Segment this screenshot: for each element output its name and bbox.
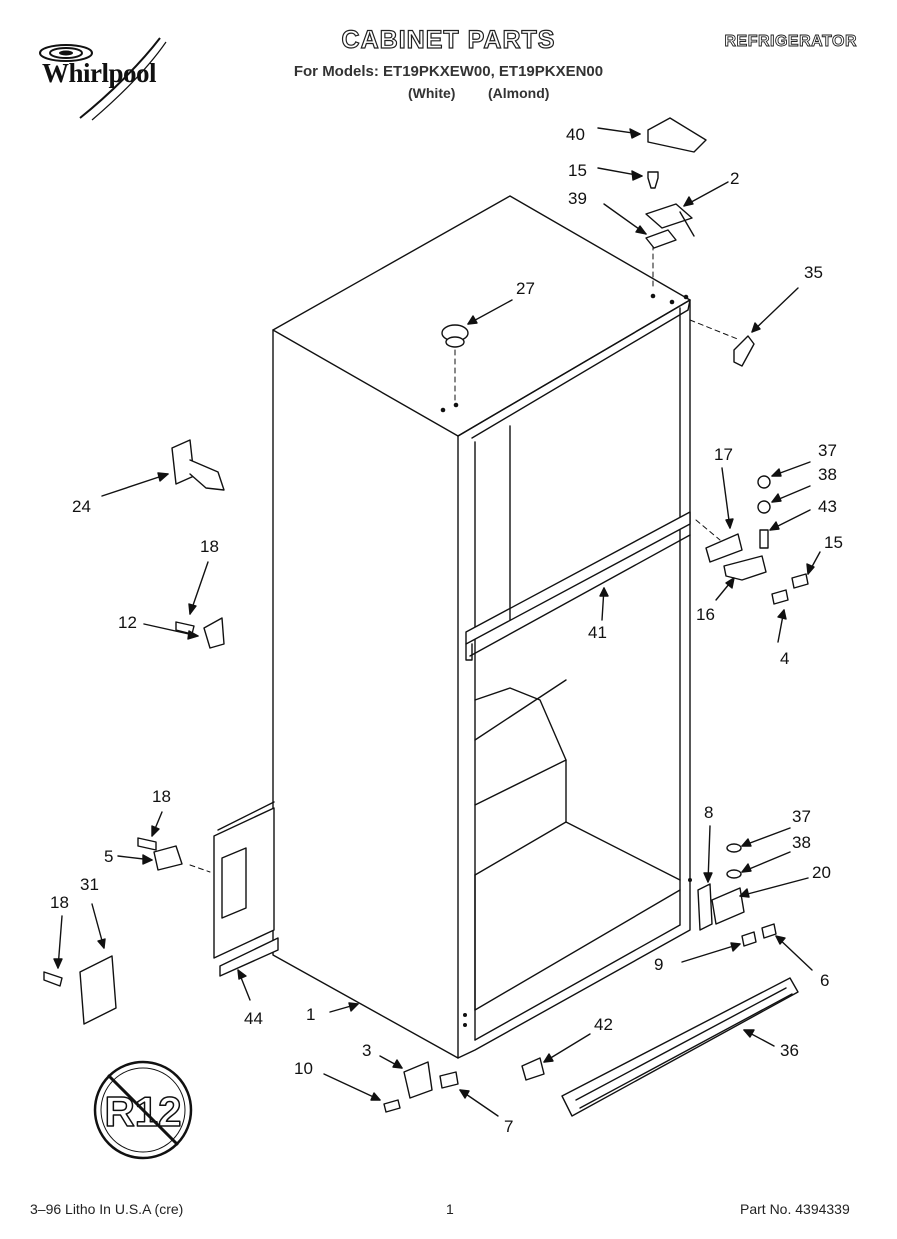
callout-3: 3: [362, 1041, 371, 1060]
callout-labels: 40 15 2 39 35 27 24 18 12 17 37 38 43 15…: [50, 125, 843, 1136]
callout-9: 9: [654, 955, 663, 974]
brand-name: Whirlpool: [42, 58, 157, 88]
whirlpool-logo: [36, 42, 96, 69]
callout-37: 37: [818, 441, 837, 460]
callout-4: 4: [780, 649, 789, 668]
hinge-cover-part: [647, 117, 707, 153]
inner-liner: [474, 679, 681, 1011]
callout-41: 41: [588, 623, 607, 642]
callout-15: 15: [824, 533, 843, 552]
bottom-hinge-part: [697, 843, 777, 947]
callout-20: 20: [812, 863, 831, 882]
callout-18: 18: [152, 787, 171, 806]
callout-12: 12: [118, 613, 137, 632]
mount-plate-part: [213, 801, 279, 977]
callout-43: 43: [818, 497, 837, 516]
leader-lines: [53, 127, 821, 1117]
swirl-icon: [39, 44, 93, 62]
top-hinge-part: [645, 203, 695, 237]
cover-31-part: [43, 955, 117, 1025]
callout-35: 35: [804, 263, 823, 282]
no-r12-badge: R12: [93, 1060, 193, 1160]
callout-2: 2: [730, 169, 739, 188]
callout-36: 36: [780, 1041, 799, 1060]
callout-6: 6: [820, 971, 829, 990]
callout-39: 39: [568, 189, 587, 208]
part-number: Part No. 4394339: [740, 1201, 850, 1217]
callout-15: 15: [568, 161, 587, 180]
callout-40: 40: [566, 125, 585, 144]
callout-16: 16: [696, 605, 715, 624]
hinge-shim-part: [645, 229, 677, 249]
callout-17: 17: [714, 445, 733, 464]
page-title: CABINET PARTS: [341, 25, 556, 54]
roller-assembly-part: [383, 1061, 459, 1113]
center-hinge-part: [705, 475, 809, 605]
callout-37: 37: [792, 807, 811, 826]
bracket-5-part: [137, 837, 183, 871]
front-holes: [463, 878, 692, 1027]
color-almond: (Almond): [488, 85, 550, 101]
callout-38: 38: [792, 833, 811, 852]
leveling-leg-part: [171, 439, 225, 491]
top-holes: [440, 293, 689, 413]
callout-31: 31: [80, 875, 99, 894]
models-line: For Models: ET19PKXEW00, ET19PKXEN00: [293, 63, 604, 80]
callout-10: 10: [294, 1059, 313, 1078]
divider-rail: [465, 511, 691, 661]
callout-18: 18: [200, 537, 219, 556]
callout-38: 38: [818, 465, 837, 484]
callout-8: 8: [704, 803, 713, 822]
callout-18: 18: [50, 893, 69, 912]
callout-27: 27: [516, 279, 535, 298]
callout-5: 5: [104, 847, 113, 866]
product-category: REFRIGERATOR: [724, 33, 857, 51]
callout-44: 44: [244, 1009, 263, 1028]
logo-swoosh: [79, 37, 167, 121]
toe-grille-part: [561, 977, 799, 1117]
clip-part: [521, 1057, 545, 1081]
assembly-lines: [189, 244, 741, 873]
callout-1: 1: [306, 1005, 315, 1024]
callout-42: 42: [594, 1015, 613, 1034]
callout-7: 7: [504, 1117, 513, 1136]
color-white: (White): [408, 85, 456, 101]
callout-24: 24: [72, 497, 91, 516]
screw-part: [647, 171, 659, 189]
litho-note: 3–96 Litho In U.S.A (cre): [30, 1201, 184, 1217]
hinge-pin-part: [733, 335, 755, 367]
page-number: 1: [446, 1201, 454, 1217]
